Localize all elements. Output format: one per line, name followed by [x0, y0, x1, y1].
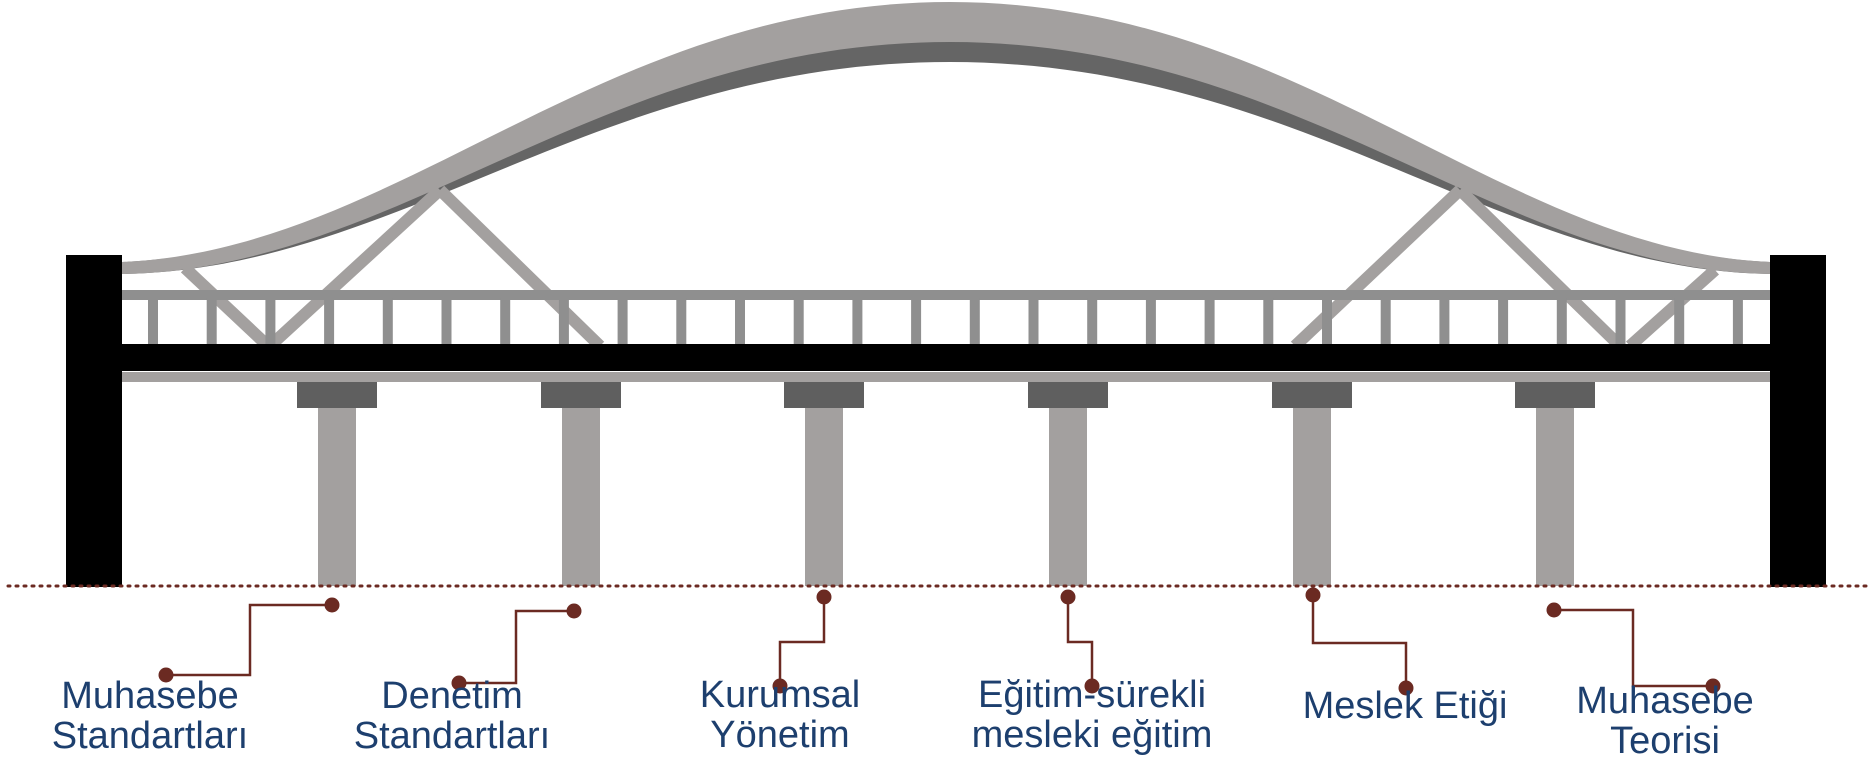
- baluster: [148, 298, 158, 346]
- railing-balusters: [148, 298, 1743, 346]
- pillar-cap: [784, 382, 864, 408]
- pillar-label-line: Kurumsal: [700, 674, 861, 716]
- pillar-cap: [541, 382, 621, 408]
- pillar: [1049, 408, 1087, 586]
- baluster: [324, 298, 335, 346]
- connector-line: [166, 603, 332, 677]
- baluster: [500, 298, 511, 346]
- connector-dot: [1084, 678, 1100, 694]
- baluster: [441, 298, 452, 346]
- pillar-label: Meslek Etiği: [1303, 685, 1508, 727]
- baluster: [1674, 298, 1685, 346]
- baluster: [382, 298, 393, 346]
- pillar-label-line: Muhasebe: [61, 675, 238, 717]
- brace-left-1: [180, 263, 273, 351]
- baluster: [1322, 298, 1332, 346]
- deck: [122, 344, 1770, 371]
- baluster: [1439, 298, 1450, 346]
- pillar-label-line: Teorisi: [1610, 720, 1720, 762]
- pillar-cap: [297, 382, 377, 408]
- connectors: [158, 587, 1721, 696]
- brace-right-3: [1626, 265, 1719, 351]
- pillar-label-line: Eğitim-sürekli: [978, 674, 1206, 716]
- baluster: [1145, 298, 1156, 346]
- baluster: [1615, 298, 1626, 346]
- connector-dot: [451, 675, 467, 691]
- baluster: [676, 298, 687, 346]
- connector-dot: [1705, 678, 1721, 694]
- baluster: [793, 298, 804, 346]
- baluster: [558, 298, 569, 346]
- baluster: [1380, 298, 1391, 346]
- pillars: [297, 382, 1595, 586]
- arch-shadow: [122, 40, 1770, 274]
- baluster: [1732, 298, 1743, 346]
- baluster: [969, 298, 980, 346]
- baluster: [735, 298, 745, 346]
- pillar-label-line: mesleki eğitim: [972, 714, 1213, 756]
- baluster: [1556, 298, 1567, 346]
- connector-dot: [1398, 680, 1414, 696]
- connector-dot: [772, 678, 788, 694]
- pillar-label-line: Yönetim: [710, 714, 849, 756]
- connector-line: [778, 597, 826, 686]
- pillar-cap: [1272, 382, 1352, 408]
- baluster: [206, 298, 217, 346]
- baluster: [1498, 298, 1509, 346]
- pillar-label-line: Meslek Etiği: [1303, 685, 1508, 727]
- pillar: [1293, 408, 1331, 586]
- baluster: [1028, 298, 1039, 346]
- tower-right: [1770, 255, 1826, 587]
- baluster: [911, 298, 922, 346]
- pillar: [562, 408, 600, 586]
- connector-dot: [1546, 602, 1562, 618]
- connector-dot: [324, 597, 340, 613]
- pillar-label-line: Denetim: [381, 675, 523, 717]
- baluster: [852, 298, 863, 346]
- pillar-cap: [1515, 382, 1595, 408]
- pillar-label-line: Muhasebe: [1576, 680, 1753, 722]
- pillar: [1536, 408, 1574, 586]
- baluster: [1087, 298, 1098, 346]
- brace-right-2: [1455, 185, 1625, 351]
- brace-left-3: [435, 185, 605, 351]
- connector-line: [1066, 597, 1094, 686]
- brace-right-1: [1290, 185, 1465, 351]
- connector-dot: [566, 603, 582, 619]
- baluster: [1263, 298, 1274, 346]
- deck-lower-rail: [122, 372, 1770, 382]
- pillar: [318, 408, 356, 586]
- connector-dot: [816, 589, 832, 605]
- baluster: [1204, 298, 1215, 346]
- connector-dot: [1305, 587, 1321, 603]
- tower-left: [66, 255, 122, 587]
- baluster: [265, 298, 276, 346]
- upper-rail: [122, 290, 1770, 300]
- pillar-label-line: Standartları: [354, 715, 550, 757]
- connector-line: [459, 609, 574, 685]
- brace-left-2: [265, 185, 445, 351]
- connector-line: [1554, 608, 1713, 688]
- connector-dot: [1060, 589, 1076, 605]
- truss-braces: [180, 185, 1719, 351]
- baluster: [617, 298, 628, 346]
- pillar-label-line: Standartları: [52, 715, 248, 757]
- pillar-cap: [1028, 382, 1108, 408]
- connector-dot: [158, 667, 174, 683]
- pillar: [805, 408, 843, 586]
- connector-line: [1311, 595, 1408, 688]
